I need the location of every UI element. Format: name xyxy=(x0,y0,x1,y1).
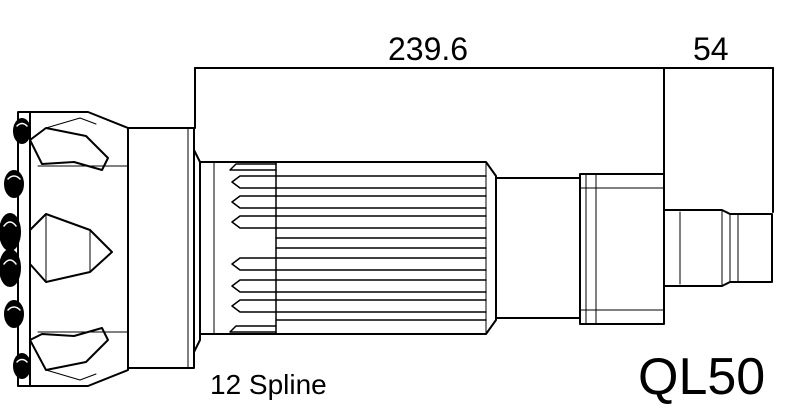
spline-count-label: 12 Spline xyxy=(210,369,327,400)
collar xyxy=(127,127,201,369)
model-label: QL50 xyxy=(638,348,766,406)
dimension-lines xyxy=(194,67,774,213)
bit-head xyxy=(17,111,129,387)
spline-section xyxy=(199,161,497,335)
stop-shoulder xyxy=(579,173,665,325)
button-highlights xyxy=(3,122,28,363)
carbide-buttons xyxy=(0,118,31,379)
spline-length-dimension: 239.6 xyxy=(388,31,469,67)
shank-length-dimension: 54 xyxy=(693,31,729,67)
shaft xyxy=(495,177,581,319)
striking-end xyxy=(663,209,773,287)
